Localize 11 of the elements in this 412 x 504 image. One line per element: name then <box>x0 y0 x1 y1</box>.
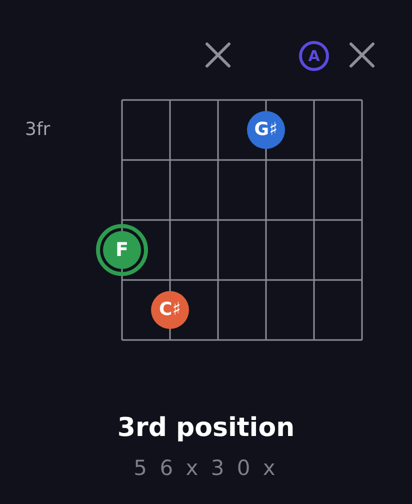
fret-number-label: 3fr <box>25 118 50 142</box>
note-name: G♯ <box>254 121 278 139</box>
finger-dot <box>247 111 285 149</box>
note-name: A <box>308 48 320 64</box>
open-string-marker <box>299 41 329 71</box>
root-finger-dot <box>96 224 148 276</box>
finger-dot <box>151 291 189 329</box>
chord-position-title: 3rd position <box>117 413 295 443</box>
note-name: C♯ <box>159 301 181 319</box>
note-name: F <box>116 240 128 260</box>
fingering-caption: 5 6 x 3 0 x <box>134 456 278 480</box>
